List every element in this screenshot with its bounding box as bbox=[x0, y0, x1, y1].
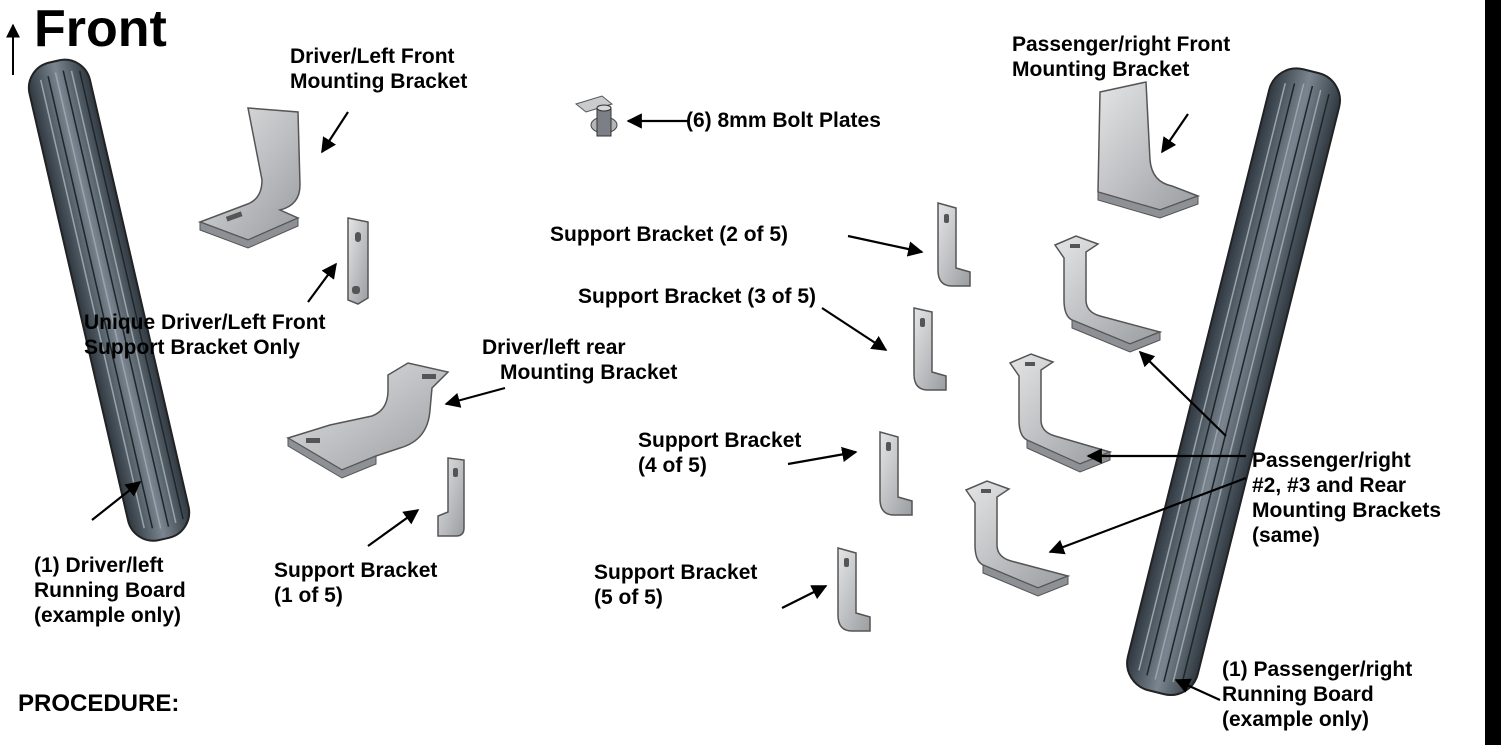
arrow-passenger-2 bbox=[1138, 350, 1227, 437]
support-bracket-2 bbox=[937, 202, 971, 287]
arrow-support-2 bbox=[847, 234, 924, 257]
unique-driver-support-bracket bbox=[347, 217, 369, 305]
bolt-plate bbox=[574, 95, 618, 137]
label-support-1: Support Bracket(1 of 5) bbox=[274, 559, 438, 607]
arrow-driver-front-bracket bbox=[321, 111, 349, 154]
arrow-passenger-board bbox=[1174, 678, 1221, 702]
label-support-3: Support Bracket (3 of 5) bbox=[578, 285, 817, 308]
passenger-bracket-3 bbox=[1008, 353, 1113, 473]
label-bolt-plates: (6) 8mm Bolt Plates bbox=[686, 109, 881, 132]
driver-running-board bbox=[27, 58, 191, 542]
driver-rear-mounting-bracket bbox=[286, 362, 450, 479]
arrow-driver-rear bbox=[444, 386, 506, 408]
support-bracket-5 bbox=[837, 547, 871, 632]
passenger-bracket-2 bbox=[1053, 235, 1163, 353]
passenger-running-board bbox=[1126, 67, 1341, 696]
label-support-4: Support Bracket(4 of 5) bbox=[638, 429, 802, 477]
passenger-front-mounting-bracket bbox=[1097, 81, 1201, 219]
leader-arrows bbox=[91, 111, 1247, 702]
arrow-passenger-rear bbox=[1048, 476, 1247, 555]
label-support-2: Support Bracket (2 of 5) bbox=[550, 223, 789, 246]
arrow-unique-support bbox=[307, 262, 337, 303]
front-title: Front bbox=[34, 0, 167, 58]
passenger-bracket-rear bbox=[964, 480, 1071, 597]
support-bracket-3 bbox=[913, 307, 947, 391]
support-bracket-4 bbox=[879, 431, 913, 516]
arrow-driver-board bbox=[91, 481, 142, 521]
page-edge-bar bbox=[1485, 0, 1501, 745]
arrow-support-3 bbox=[821, 307, 888, 351]
arrow-support-1 bbox=[367, 509, 420, 547]
support-bracket-1 bbox=[437, 457, 465, 537]
arrow-passenger-front-bracket bbox=[1161, 113, 1189, 154]
label-support-5: Support Bracket(5 of 5) bbox=[594, 561, 758, 609]
procedure-heading: PROCEDURE: bbox=[18, 690, 180, 717]
arrow-support-4 bbox=[787, 446, 858, 466]
driver-front-mounting-bracket bbox=[197, 107, 301, 249]
arrow-support-5 bbox=[781, 585, 828, 609]
